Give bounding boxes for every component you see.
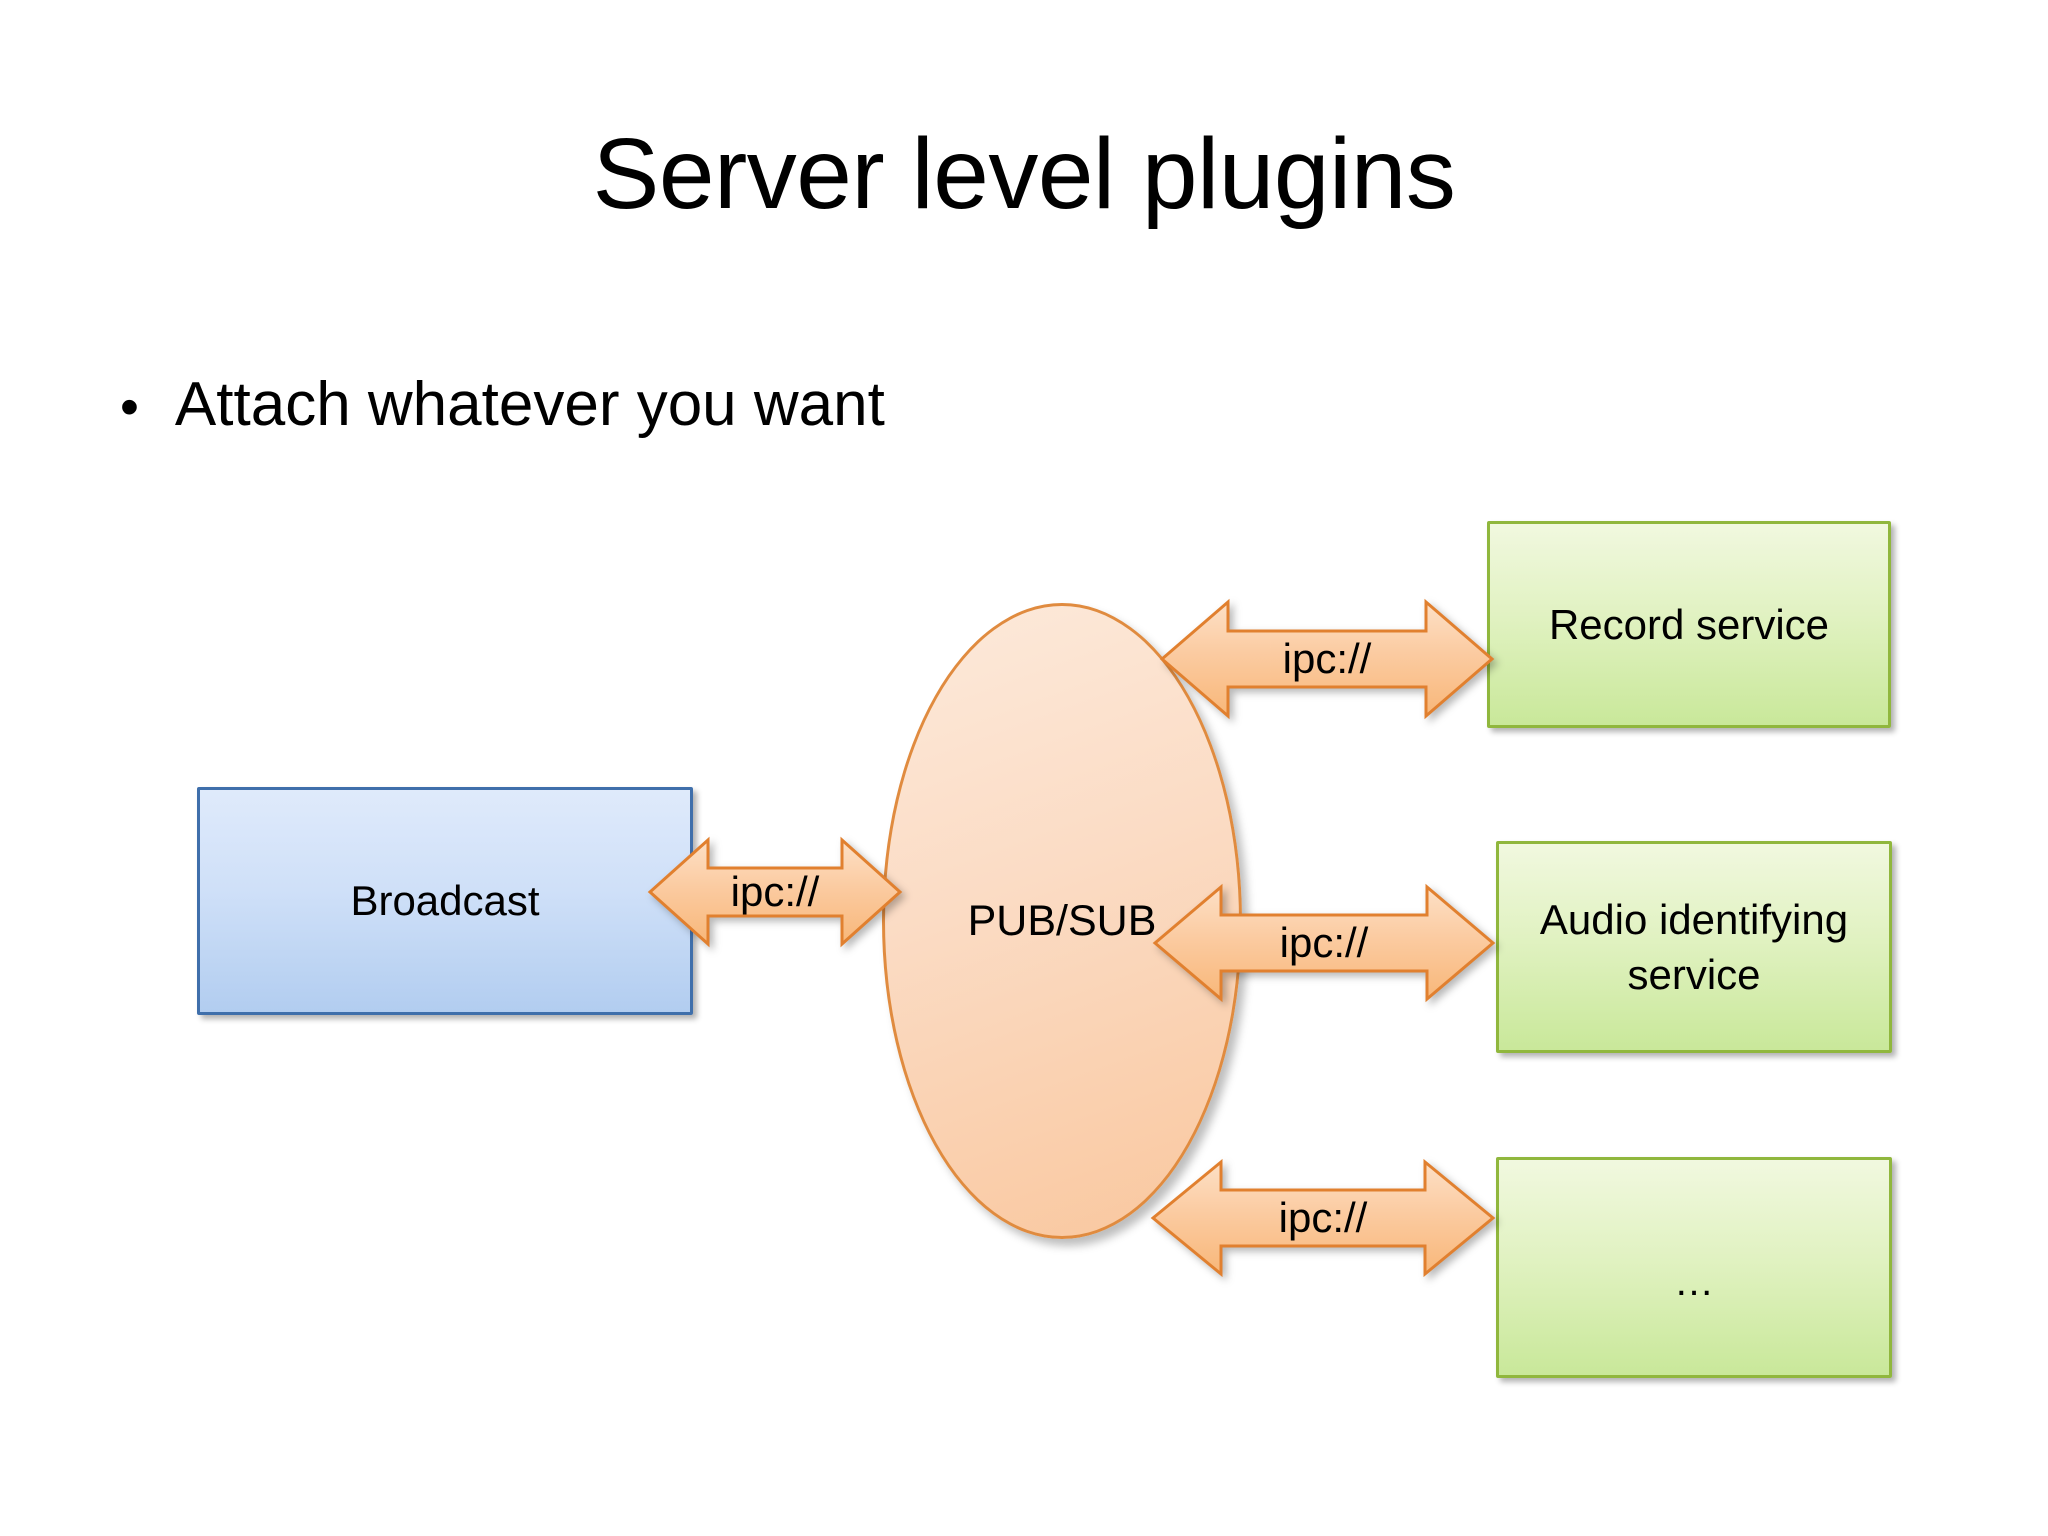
connector-hub-to-audio-service[interactable]: ipc:// — [1152, 883, 1496, 1003]
double-arrow-shape — [1150, 1158, 1496, 1278]
node-broadcast[interactable]: Broadcast — [197, 787, 693, 1015]
node-audio-identifying-service-label: Audio identifying service — [1539, 895, 1849, 998]
node-audio-identifying-service[interactable]: Audio identifying service — [1496, 841, 1892, 1053]
double-arrow-shape — [1152, 883, 1496, 1003]
double-arrow-shape — [1159, 598, 1495, 720]
connector-hub-to-record-service[interactable]: ipc:// — [1159, 598, 1495, 720]
connector-broadcast-to-hub[interactable]: ipc:// — [647, 836, 903, 948]
node-record-service-label: Record service — [1548, 600, 1830, 648]
double-arrow-shape — [647, 836, 903, 948]
bullet-marker-icon: • — [120, 377, 139, 437]
bullet-text: Attach whatever you want — [174, 370, 885, 439]
slide-title: Server level plugins — [592, 118, 1456, 230]
connector-hub-to-other-service[interactable]: ipc:// — [1150, 1158, 1496, 1278]
node-pubsub-label: PUB/SUB — [967, 896, 1157, 945]
node-record-service[interactable]: Record service — [1487, 521, 1891, 728]
node-other-service-label: … — [1674, 1260, 1714, 1304]
node-broadcast-label: Broadcast — [350, 877, 540, 925]
bullet-list-item: • Attach whatever you want — [120, 370, 885, 439]
node-other-service[interactable]: … — [1496, 1157, 1892, 1378]
